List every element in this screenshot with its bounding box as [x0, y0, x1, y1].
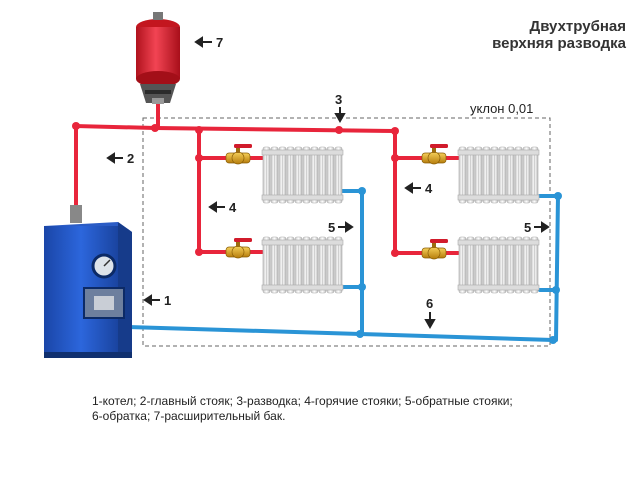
legend-caption: 1-котел; 2-главный стояк; 3-разводка; 4-…: [92, 394, 592, 424]
title-line-2: верхняя разводка: [492, 35, 626, 52]
slope-label: уклон 0,01: [470, 101, 533, 116]
boiler: [44, 205, 132, 358]
arrow-7-icon: [194, 36, 212, 48]
label-5-right: 5: [524, 220, 531, 235]
building-outline: [142, 117, 551, 347]
return-riser-right: [538, 194, 561, 342]
arrow-1-icon: [143, 294, 160, 306]
legend-line-2: 6-обратка; 7-расширительный бак.: [92, 409, 286, 423]
valve-right-lower: [421, 239, 448, 260]
valve-right-upper: [421, 144, 448, 165]
return-line: [126, 325, 555, 342]
radiator-right-lower: [457, 236, 540, 294]
distribution-line: [153, 126, 397, 133]
label-3: 3: [335, 92, 342, 107]
arrow-6-icon: [424, 312, 436, 330]
arrow-4r-icon: [404, 182, 421, 194]
hot-joints: [72, 122, 399, 257]
legend-line-1: 1-котел; 2-главный стояк; 3-разводка; 4-…: [92, 394, 513, 408]
arrow-3-icon: [334, 107, 346, 124]
label-4-left: 4: [229, 200, 237, 215]
arrows: [106, 36, 550, 330]
return-joints: [356, 187, 562, 344]
radiators: [261, 146, 540, 294]
label-4-right: 4: [425, 181, 433, 196]
label-1: 1: [164, 293, 171, 308]
label-5-left: 5: [328, 220, 335, 235]
expansion-tank: [136, 12, 180, 104]
radiator-left-upper: [261, 146, 344, 204]
label-6: 6: [426, 296, 433, 311]
valve-left-upper: [225, 144, 252, 165]
arrow-5l-icon: [338, 221, 354, 233]
number-labels: 7 3 уклон 0,01 2 4 5 1 4 5 6: [127, 35, 533, 311]
label-2: 2: [127, 151, 134, 166]
arrow-2-icon: [106, 152, 123, 164]
valves: [225, 144, 448, 260]
label-7: 7: [216, 35, 223, 50]
radiator-right-upper: [457, 146, 540, 204]
valve-left-lower: [225, 238, 252, 259]
radiator-left-lower: [261, 236, 344, 294]
arrow-5r-icon: [534, 221, 550, 233]
diagram-title: Двухтрубная верхняя разводка: [492, 18, 626, 52]
return-riser-left: [338, 189, 364, 336]
arrow-4l-icon: [208, 201, 225, 213]
title-line-1: Двухтрубная: [529, 18, 626, 35]
